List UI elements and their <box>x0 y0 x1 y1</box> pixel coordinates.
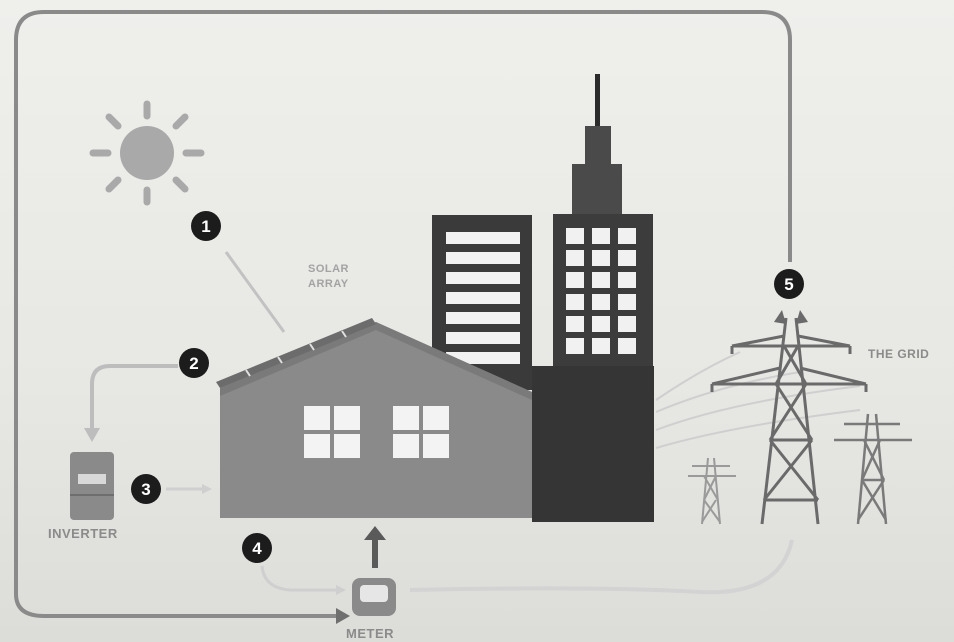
step-2-badge: 2 <box>179 348 209 378</box>
svg-text:3: 3 <box>141 480 150 499</box>
meter-to-grid-arrow <box>410 540 792 592</box>
sunlight-arrow <box>226 252 284 332</box>
grid-return-loop <box>16 12 790 616</box>
svg-text:5: 5 <box>784 275 793 294</box>
the-grid-label: THE GRID <box>868 347 929 361</box>
step-4-badge: 4 <box>242 533 272 563</box>
dark-base-building <box>532 366 654 522</box>
sun-icon <box>93 104 201 202</box>
grid-pylon-small-right <box>834 414 912 524</box>
window-right <box>393 406 449 458</box>
meter-label: METER <box>346 626 394 641</box>
step-5-badge: 5 <box>774 269 804 299</box>
dc-to-inverter-arrow <box>92 366 178 430</box>
svg-text:4: 4 <box>252 539 262 558</box>
pylon-top-arrows <box>774 310 808 324</box>
grid-pylon-small-left <box>688 458 736 524</box>
power-lines <box>656 352 860 448</box>
inverter-icon <box>70 452 114 520</box>
inverter-label: INVERTER <box>48 526 118 541</box>
solar-array-label-line1: SOLAR <box>308 263 349 275</box>
grid-pylon-large <box>712 318 866 524</box>
meter-to-house-arrow <box>364 526 386 568</box>
house-to-meter-arrow <box>262 566 338 590</box>
svg-text:1: 1 <box>201 217 210 236</box>
solar-array-label-line2: ARRAY <box>308 278 349 290</box>
skyscraper-tall <box>553 74 653 374</box>
step-3-badge: 3 <box>131 474 161 504</box>
step-1-badge: 1 <box>191 211 221 241</box>
loop-arrowhead <box>336 608 350 624</box>
svg-text:2: 2 <box>189 354 198 373</box>
window-left <box>304 406 360 458</box>
meter-icon <box>352 578 396 616</box>
